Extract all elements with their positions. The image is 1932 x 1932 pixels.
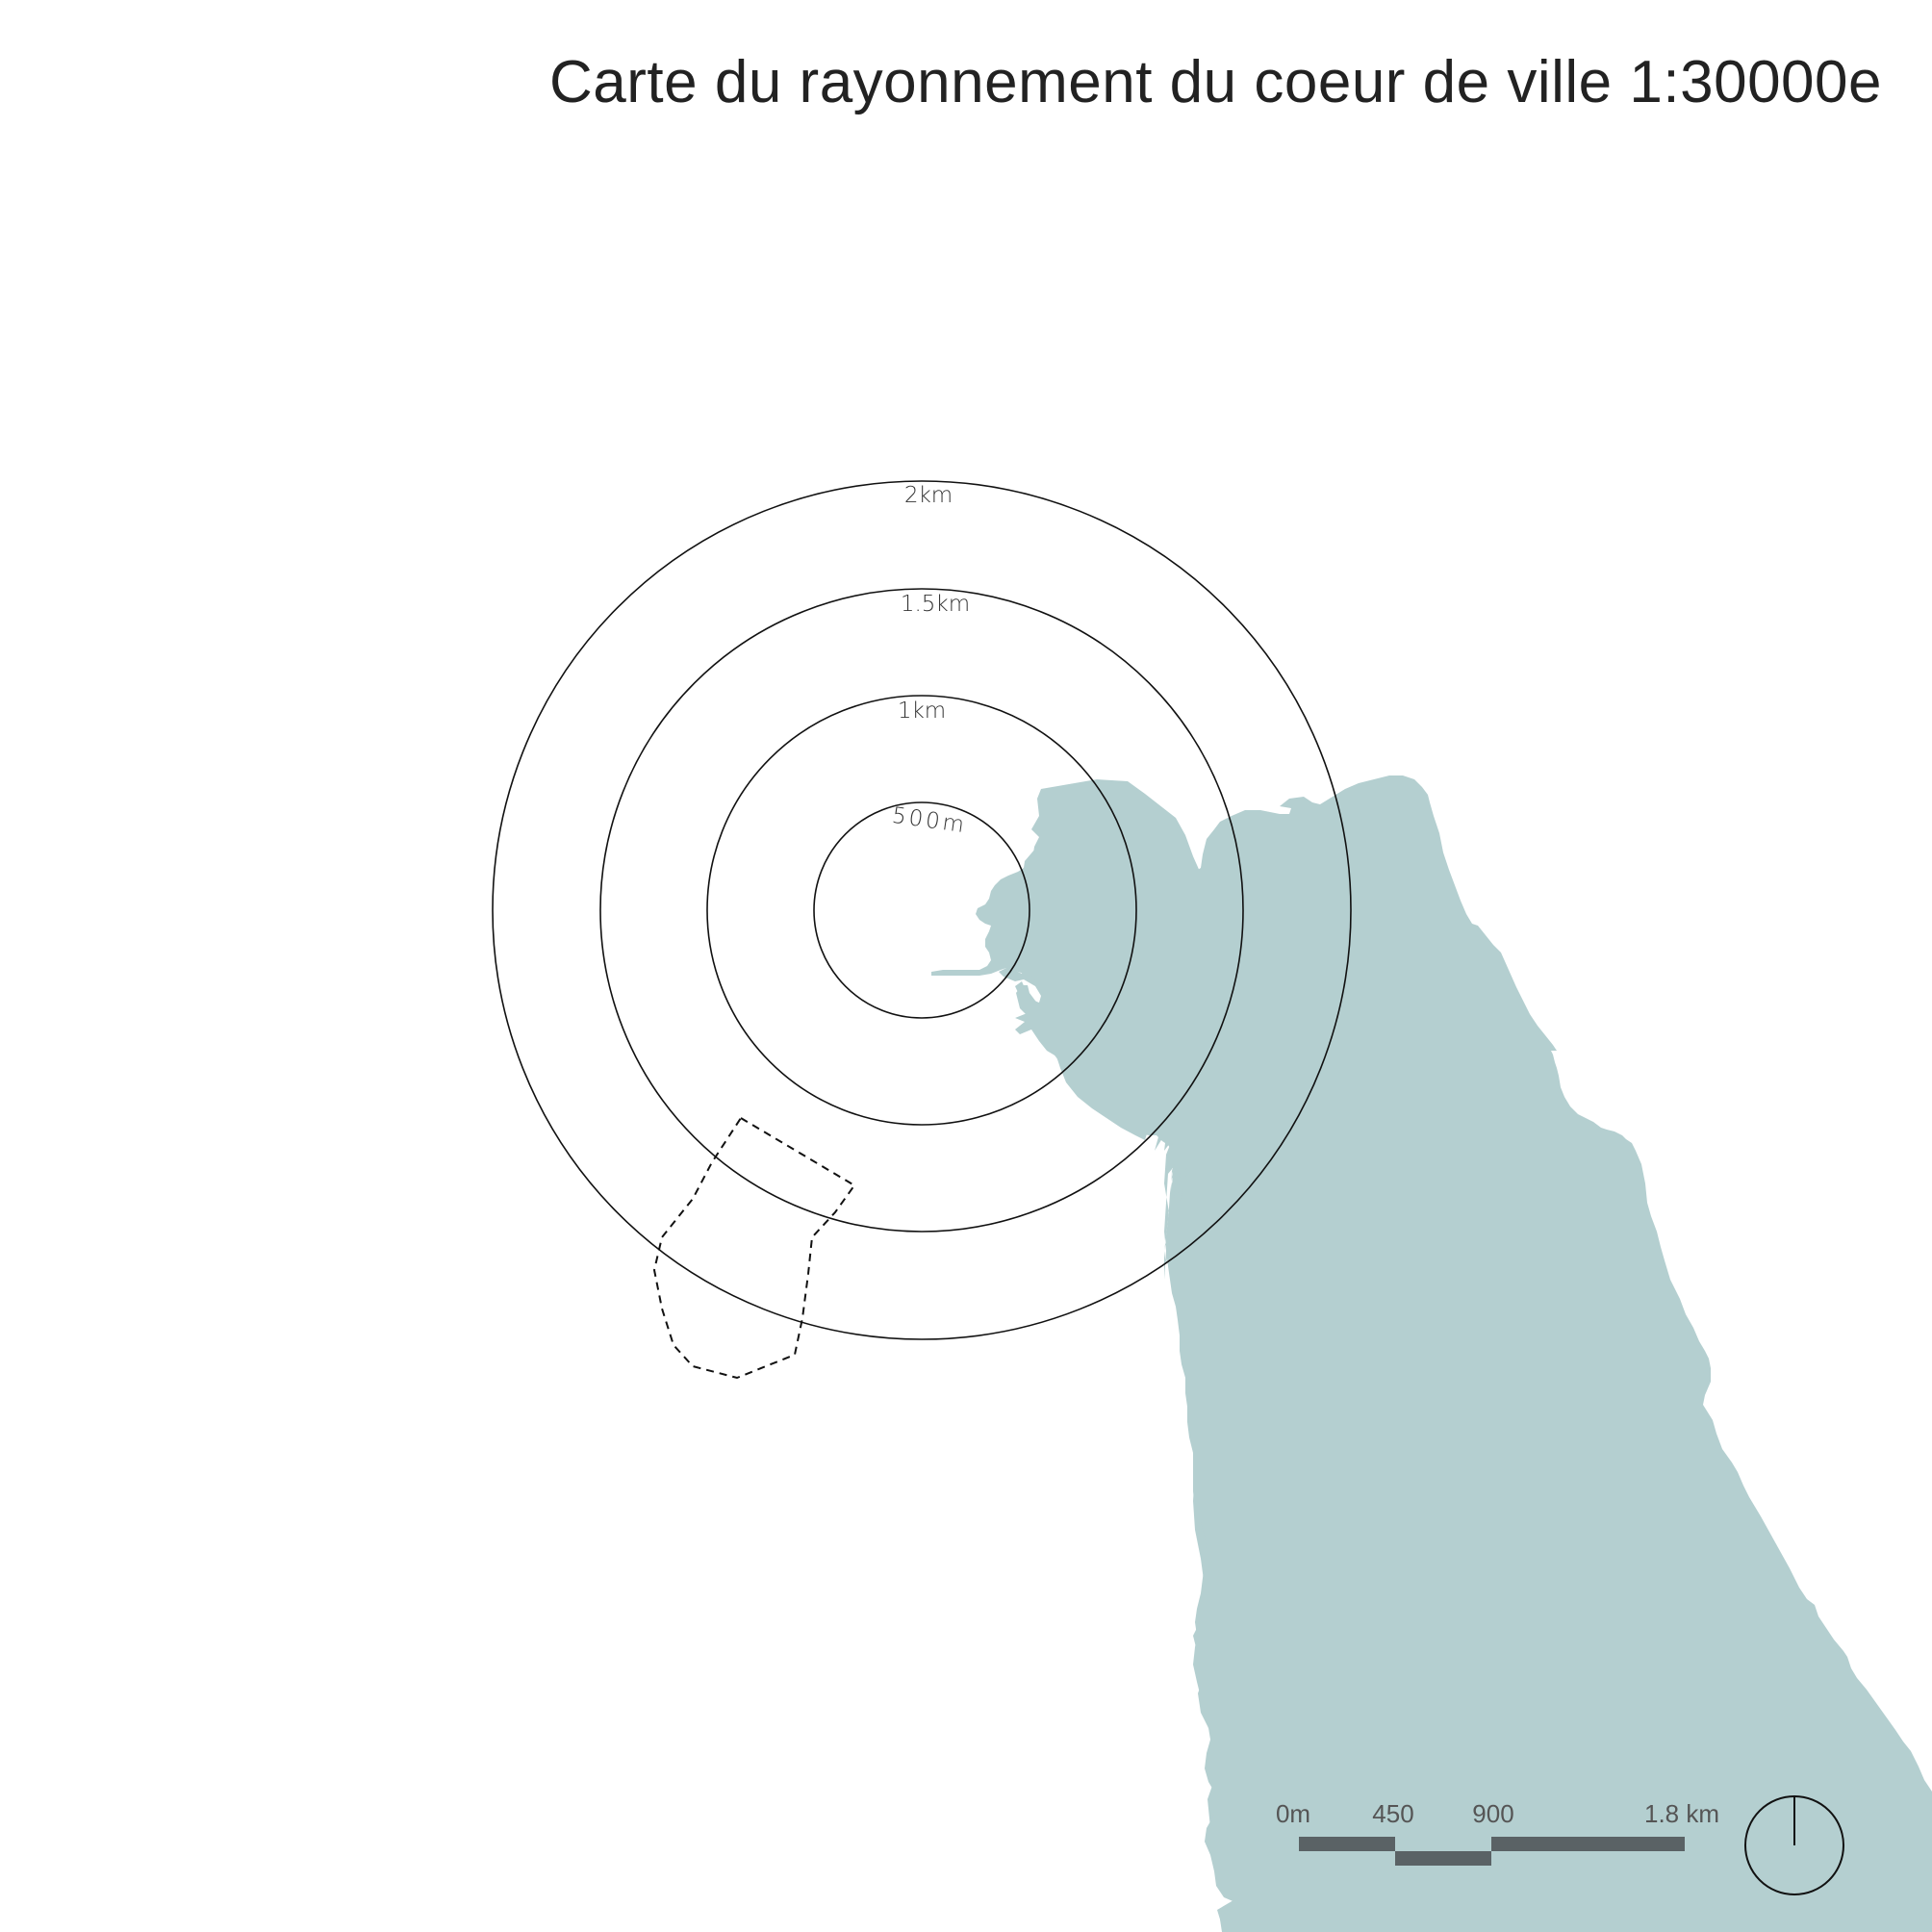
scale-bar: 0m 450 900 1.8 km [1276, 1799, 1719, 1866]
scale-label-450: 450 [1372, 1799, 1413, 1828]
ring-500m [813, 801, 1030, 1019]
scale-label-0m: 0m [1276, 1799, 1310, 1828]
land-mainland [931, 775, 1932, 1932]
study-area-outline [652, 1116, 856, 1380]
scale-segment-2 [1395, 1851, 1491, 1866]
scale-label-1-8km: 1.8 km [1644, 1799, 1719, 1828]
scale-label-900: 900 [1472, 1799, 1513, 1828]
map-title: Carte du rayonnement du coeur de ville 1… [549, 49, 1882, 115]
ring-label-1-5km: 1.5km [901, 592, 970, 617]
ring-label-2km: 2km [904, 483, 953, 508]
ring-2km [492, 480, 1352, 1340]
north-arrow-icon [1744, 1795, 1844, 1895]
scale-segment-3 [1491, 1837, 1685, 1851]
ring-label-1km: 1km [898, 699, 946, 724]
ring-1-5km [599, 588, 1244, 1233]
ring-1km [706, 695, 1137, 1126]
scale-segment-1 [1299, 1837, 1395, 1851]
